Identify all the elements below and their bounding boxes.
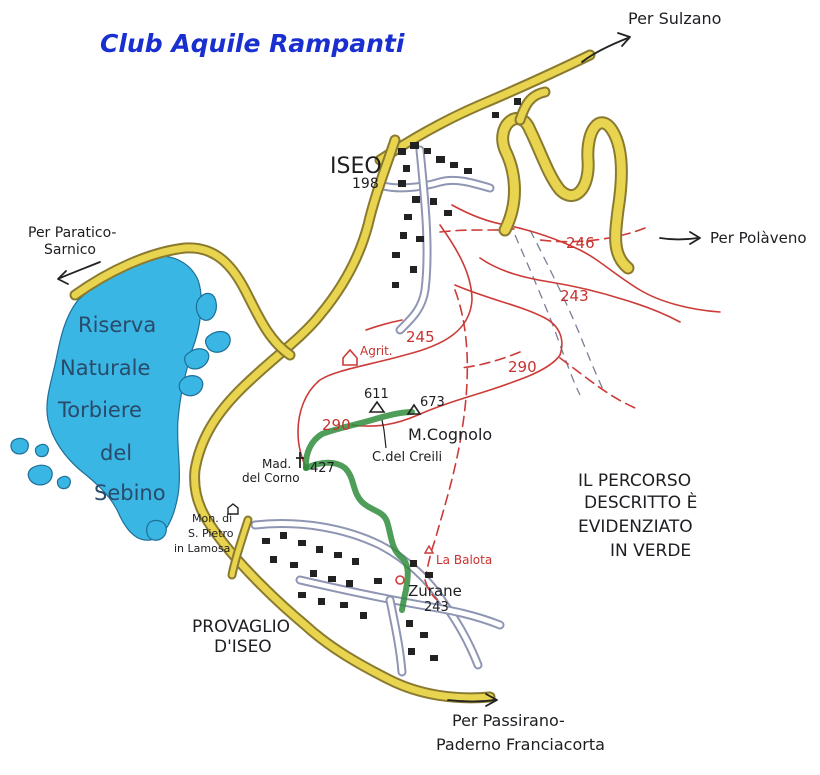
monastery-line2: S. Pietro	[188, 527, 234, 540]
arrow-passirano-icon	[447, 693, 498, 707]
zurane-marker	[395, 575, 405, 585]
zurane-label: Zurane	[408, 582, 462, 600]
highlighted-route-ridge	[302, 409, 415, 471]
buildings-iseo	[392, 98, 521, 288]
monastery-icon	[227, 503, 239, 515]
trail-246-label: 246	[566, 234, 595, 252]
trail-243-label: 243	[560, 287, 589, 305]
main-roads	[69, 49, 635, 704]
grey-dashed-paths	[514, 229, 605, 396]
col-creili-label: C.del Creili	[372, 450, 442, 465]
direction-passirano-line1: Per Passirano-	[452, 711, 565, 730]
direction-paratico-line2: Sarnico	[44, 242, 96, 258]
direction-polaveno: Per Polàveno	[710, 229, 807, 247]
direction-sulzano: Per Sulzano	[628, 9, 721, 28]
buildings-provaglio	[262, 532, 438, 661]
reserve-label: Riserva Naturale Torbiere del Sebino	[57, 313, 166, 505]
arrow-paratico-icon	[57, 261, 101, 285]
svg-text:EVIDENZIATO: EVIDENZIATO	[578, 517, 693, 537]
svg-text:Naturale: Naturale	[60, 356, 150, 380]
elevation-427-label: 427	[310, 461, 335, 476]
zurane-elevation: 243	[424, 600, 449, 615]
legend-note: IL PERCORSO DESCRITTO È EVIDENZIATO IN V…	[578, 471, 697, 561]
svg-text:IL PERCORSO: IL PERCORSO	[578, 471, 691, 491]
map-title: Club Aquile Rampanti	[100, 29, 405, 58]
arrow-polaveno-icon	[659, 231, 701, 245]
mount-cognolo-label: M.Cognolo	[408, 425, 492, 444]
svg-text:del: del	[100, 441, 132, 465]
arrow-sulzano-icon	[581, 32, 631, 63]
svg-text:Riserva: Riserva	[78, 313, 156, 337]
trail-290-label-west: 290	[322, 416, 351, 434]
la-balota-marker	[423, 544, 435, 554]
col-creili-leader	[381, 419, 387, 449]
monastery-line3: in Lamosa	[174, 542, 230, 555]
minor-roads	[250, 145, 505, 677]
peak-673-label: 673	[420, 395, 445, 410]
direction-passirano-line2: Paderno Franciacorta	[436, 735, 605, 754]
town-provaglio-line1: PROVAGLIO	[192, 617, 290, 637]
svg-text:IN VERDE: IN VERDE	[610, 541, 691, 561]
madonna-cross-icon	[296, 452, 304, 468]
agritur-label: Agrit.	[360, 344, 393, 358]
town-provaglio-line2: D'ISEO	[214, 637, 272, 657]
town-iseo-label: ISEO	[330, 154, 382, 179]
trails	[297, 204, 721, 601]
direction-paratico-line1: Per Paratico-	[28, 225, 116, 241]
town-iseo-elevation: 198	[352, 176, 379, 192]
nature-reserve-lake	[10, 255, 231, 541]
trail-290-label-east: 290	[508, 358, 537, 376]
trail-245-label: 245	[406, 328, 435, 346]
peak-673-marker	[406, 403, 422, 415]
svg-text:Torbiere: Torbiere	[57, 398, 142, 422]
highlighted-route	[303, 459, 411, 613]
svg-text:DESCRITTO È: DESCRITTO È	[584, 491, 697, 513]
madonna-corno-line1: Mad.	[262, 457, 291, 471]
la-balota-label: La Balota	[436, 553, 492, 567]
agritur-house-icon	[342, 348, 358, 366]
peak-611-label: 611	[364, 387, 389, 402]
peak-611-marker	[368, 400, 386, 413]
svg-text:Sebino: Sebino	[94, 481, 166, 505]
madonna-corno-line2: del Corno	[242, 471, 300, 485]
monastery-line1: Mon. di	[192, 512, 232, 525]
